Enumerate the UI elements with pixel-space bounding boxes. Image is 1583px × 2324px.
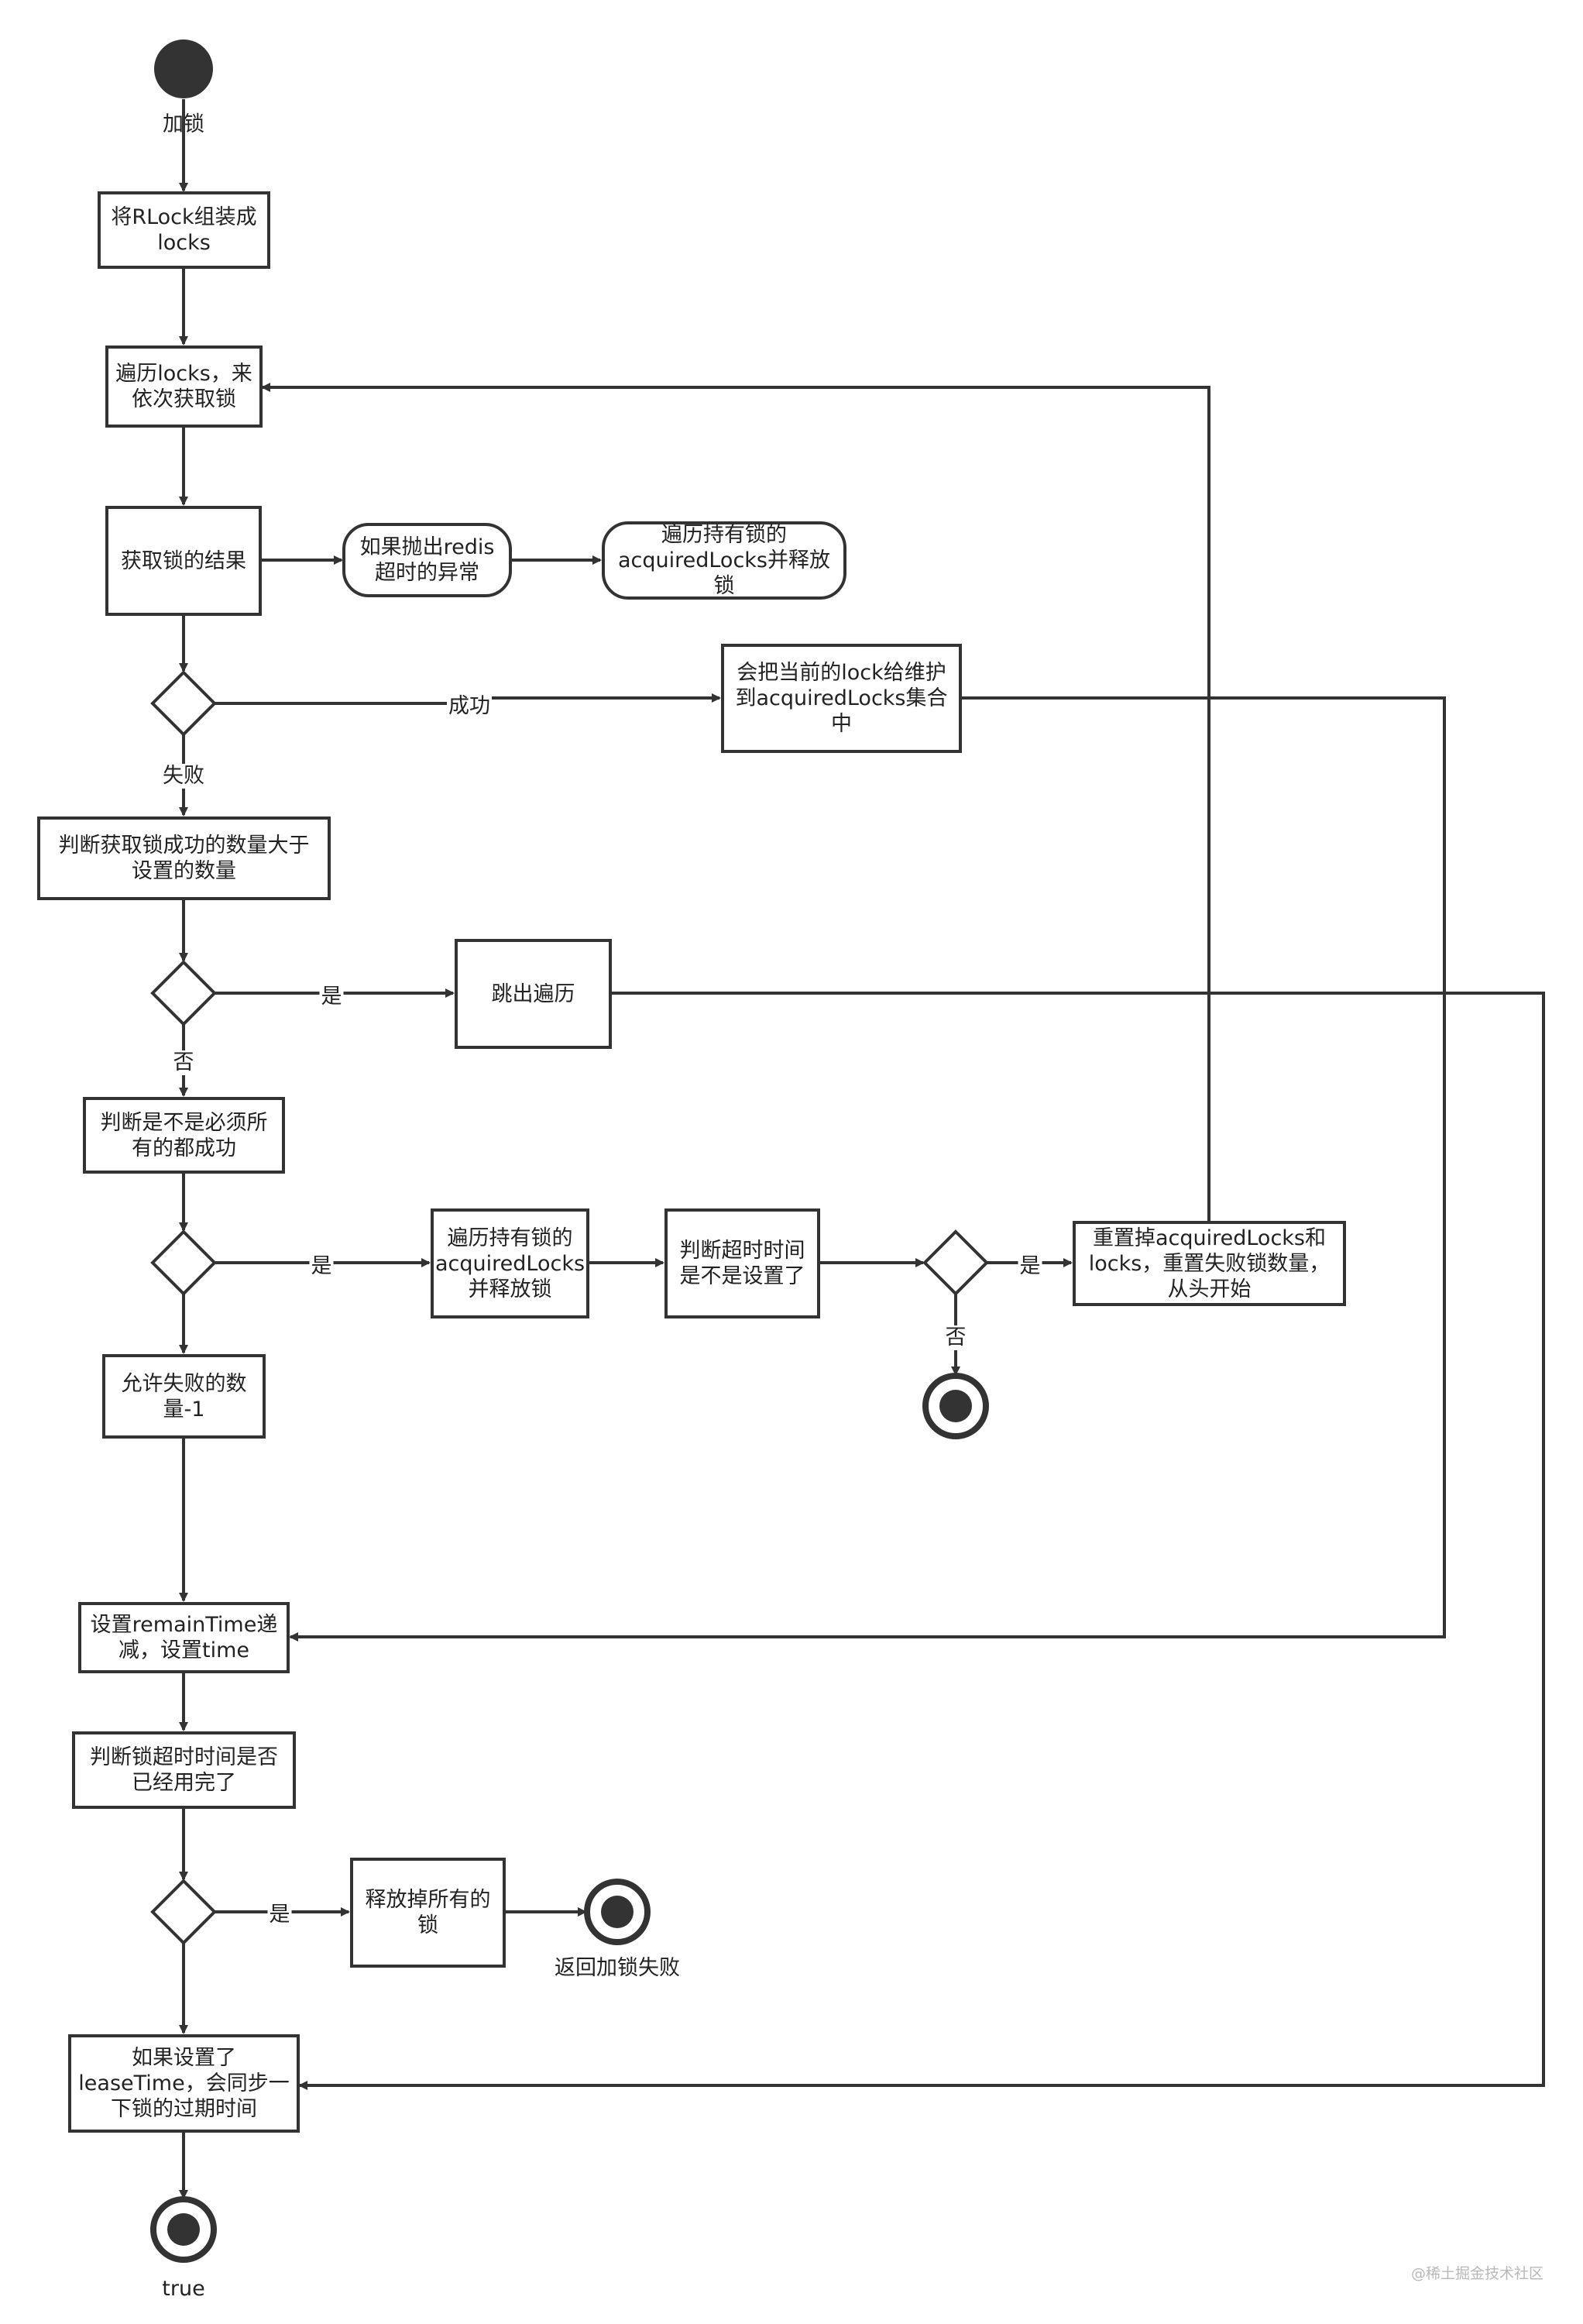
- node-release-all: 释放掉所有的 锁: [350, 1858, 506, 1968]
- node-iterate-locks: 遍历locks，来 依次获取锁: [105, 346, 263, 428]
- node-lease-time: 如果设置了 leaseTime，会同步一 下锁的过期时间: [68, 2034, 300, 2133]
- label-yes-release-held: 是: [309, 1254, 334, 1279]
- node-break-loop: 跳出遍历: [455, 939, 612, 1049]
- node-redis-timeout: 如果抛出redis 超时的异常: [342, 523, 512, 597]
- label-yes-break: 是: [319, 985, 344, 1009]
- label-yes-release-all: 是: [267, 1903, 292, 1927]
- decision-timeout-set: [922, 1229, 989, 1296]
- node-allow-fail: 允许失败的数 量-1: [102, 1354, 266, 1439]
- decision-all: [150, 1229, 217, 1296]
- node-lock-result: 获取锁的结果: [105, 506, 262, 616]
- label-fail: 失败: [161, 764, 206, 789]
- decision-used: [150, 1879, 217, 1945]
- end-true-label: true: [162, 2277, 205, 2301]
- edge-maintain-remain: [289, 696, 1446, 1642]
- end-node-timeout: [922, 1373, 989, 1439]
- node-reset: 重置掉acquiredLocks和 locks，重置失败锁数量， 从头开始: [1073, 1221, 1346, 1306]
- decision-success: [150, 670, 217, 737]
- node-judge-all: 判断是不是必须所 有的都成功: [83, 1097, 285, 1174]
- decision-count: [150, 960, 217, 1026]
- node-build-locks: 将RLock组装成 locks: [98, 191, 270, 269]
- watermark: @稀土掘金技术社区: [1411, 2265, 1544, 2282]
- node-release-iterate: 遍历持有锁的 acquiredLocks并释放锁: [602, 521, 846, 600]
- end-node-fail: [584, 1879, 651, 1945]
- label-success: 成功: [447, 694, 492, 719]
- node-release-held: 遍历持有锁的 acquiredLocks 并释放锁: [431, 1208, 589, 1318]
- label-yes-reset: 是: [1018, 1254, 1042, 1279]
- node-maintain-acquired: 会把当前的lock给维护 到acquiredLocks集合中: [721, 644, 962, 753]
- edge-reset-iterate: [261, 383, 1210, 1221]
- start-label: 加锁: [163, 112, 204, 136]
- node-judge-timeout-set: 判断超时时间 是不是设置了: [664, 1208, 820, 1318]
- start-node: [154, 40, 213, 98]
- return-fail-label: 返回加锁失败: [555, 1956, 680, 1980]
- label-no-end: 否: [943, 1325, 968, 1350]
- edge-break-lease: [298, 992, 1545, 2090]
- node-judge-count: 判断获取锁成功的数量大于 设置的数量: [37, 816, 331, 900]
- end-node-true: [150, 2196, 217, 2263]
- label-no-judge-all: 否: [171, 1050, 196, 1075]
- node-set-remain: 设置remainTime递 减，设置time: [78, 1602, 290, 1673]
- node-judge-used: 判断锁超时时间是否 已经用完了: [72, 1731, 296, 1809]
